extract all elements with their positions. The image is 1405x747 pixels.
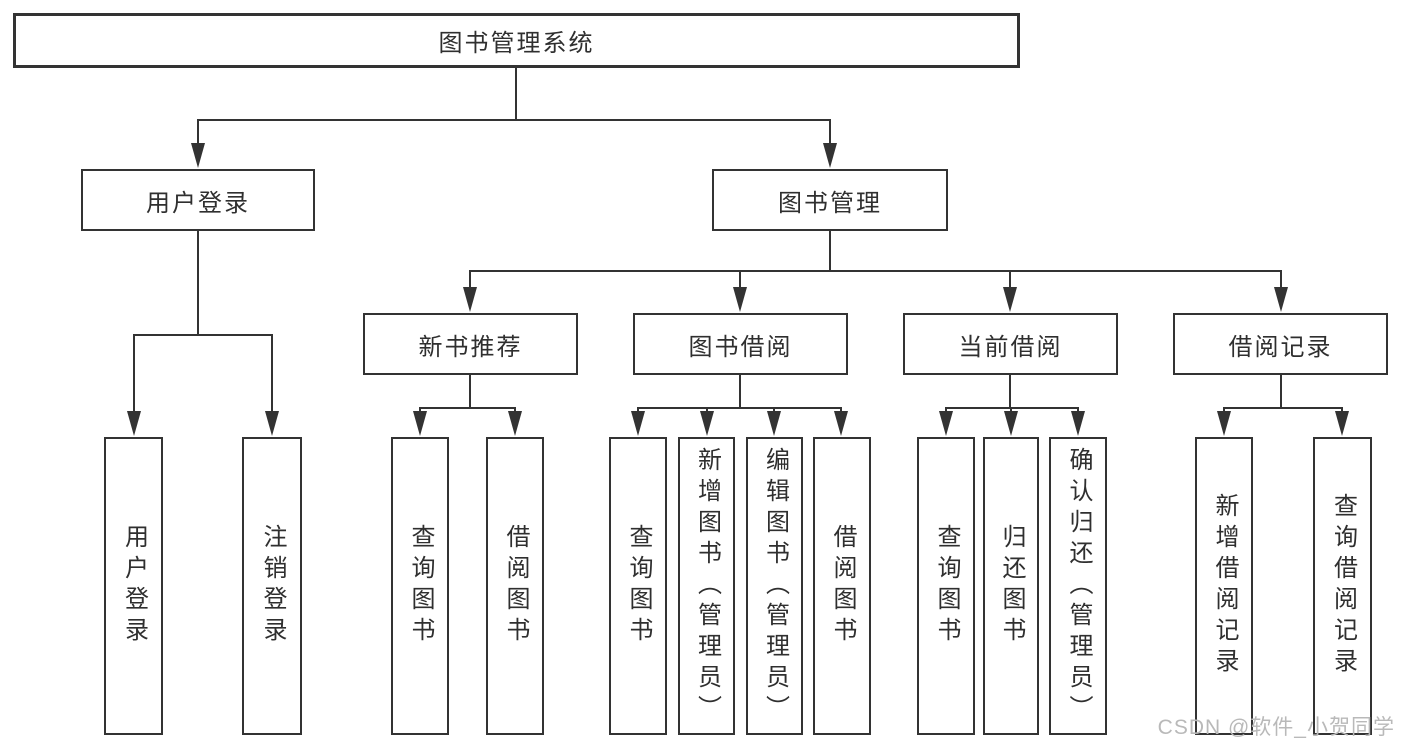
node-label: 查询图书 xyxy=(407,524,434,648)
node-leaf-logout: 注销登录 xyxy=(242,437,302,735)
node-leaf-borrow-books: 借阅图书 xyxy=(813,437,871,735)
node-label: 注销登录 xyxy=(259,524,286,648)
node-leaf-newbook-query-books: 查询图书 xyxy=(391,437,449,735)
node-leaf-user-login: 用户登录 xyxy=(104,437,163,735)
node-label: 借阅图书 xyxy=(502,524,529,648)
node-label: 用户登录 xyxy=(120,524,148,648)
node-label: 新书推荐 xyxy=(418,333,523,361)
node-current-borrow: 当前借阅 xyxy=(903,313,1118,375)
node-label: 查询借阅记录 xyxy=(1329,493,1357,679)
node-label: 新增图书（管理员） xyxy=(693,446,721,726)
node-book-borrow: 图书借阅 xyxy=(633,313,848,375)
node-leaf-borrow-query-books: 查询图书 xyxy=(609,437,667,735)
node-label: 借阅图书 xyxy=(829,524,856,648)
node-leaf-confirm-return-admin: 确认归还（管理员） xyxy=(1049,437,1107,735)
node-label: 编辑图书（管理员） xyxy=(761,446,789,726)
node-library-management-system: 图书管理系统 xyxy=(13,13,1020,68)
node-label: 图书管理系统 xyxy=(438,30,595,57)
node-label: 图书管理 xyxy=(778,189,882,217)
csdn-watermark: CSDN @软件_小贺同学 xyxy=(1157,716,1395,739)
node-label: 查询图书 xyxy=(625,524,652,648)
node-leaf-newbook-borrow-books: 借阅图书 xyxy=(486,437,544,735)
node-label: 用户登录 xyxy=(146,189,250,217)
node-leaf-return-books: 归还图书 xyxy=(983,437,1039,735)
node-label: 归还图书 xyxy=(998,524,1025,648)
node-leaf-current-query-books: 查询图书 xyxy=(917,437,975,735)
node-label: 查询图书 xyxy=(933,524,960,648)
node-new-book-recommend: 新书推荐 xyxy=(363,313,578,375)
node-leaf-edit-books-admin: 编辑图书（管理员） xyxy=(746,437,803,735)
node-leaf-add-books-admin: 新增图书（管理员） xyxy=(678,437,735,735)
node-user-login-branch: 用户登录 xyxy=(81,169,315,231)
node-label: 确认归还（管理员） xyxy=(1065,446,1092,726)
node-book-management-branch: 图书管理 xyxy=(712,169,948,231)
node-label: 借阅记录 xyxy=(1228,333,1333,361)
node-borrow-records: 借阅记录 xyxy=(1173,313,1388,375)
node-leaf-query-borrow-record: 查询借阅记录 xyxy=(1313,437,1372,735)
node-label: 新增借阅记录 xyxy=(1211,493,1238,679)
node-leaf-add-borrow-record: 新增借阅记录 xyxy=(1195,437,1253,735)
node-label: 当前借阅 xyxy=(958,333,1063,361)
node-label: 图书借阅 xyxy=(688,333,793,361)
